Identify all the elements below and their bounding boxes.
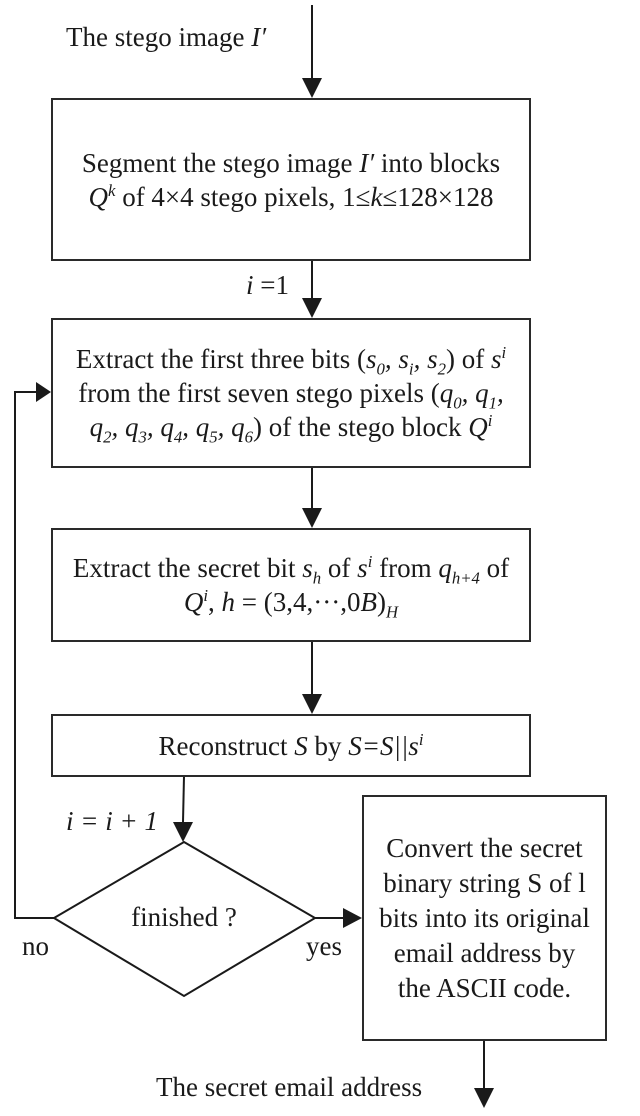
text-fragment: of 4×4 stego pixels, 1≤ — [115, 181, 371, 212]
loop-no-line — [14, 391, 54, 919]
arrow-reconstruct-to-decision — [182, 775, 185, 823]
text-fragment: from the first seven stego pixels ( — [78, 378, 440, 408]
sup-fragment: k — [108, 180, 116, 200]
arrowhead-box2 — [302, 298, 322, 318]
text-fragment: ) — [377, 587, 386, 617]
text-fragment: of — [479, 553, 510, 583]
var-fragment: i — [246, 270, 254, 300]
sub-fragment: h — [312, 568, 322, 588]
text-line: email address by — [393, 937, 576, 968]
text-fragment: Segment the stego image — [81, 147, 360, 178]
var-fragment: Q — [88, 181, 109, 212]
input-label-var: I′ — [251, 22, 267, 52]
step-segment-text: Segment the stego image I′ into blocks Q… — [82, 146, 500, 214]
text-fragment: into blocks — [374, 147, 501, 178]
decision-diamond — [52, 840, 317, 998]
var-fragment: q — [438, 553, 452, 583]
var-fragment: B — [360, 587, 378, 617]
sub-fragment: h+4 — [451, 568, 480, 588]
text-fragment: by — [307, 730, 349, 761]
step-reconstruct-text: Reconstruct S by S=S||si — [159, 729, 424, 763]
var-fragment: Q — [183, 587, 204, 617]
step-segment-box: Segment the stego image I′ into blocks Q… — [51, 98, 531, 261]
var-fragment: s — [490, 344, 502, 374]
text-fragment: Reconstruct — [158, 730, 295, 761]
arrowhead-output — [474, 1088, 494, 1108]
text-fragment: ) of — [445, 344, 491, 374]
sup-fragment: i — [487, 411, 493, 430]
step-extract-secret-bit-text: Extract the secret bit sh of si from qh+… — [72, 551, 510, 622]
var-fragment: I′ — [359, 147, 375, 178]
sup-fragment: i — [203, 586, 209, 605]
step-extract-secret-bit-box: Extract the secret bit sh of si from qh+… — [51, 528, 531, 642]
sub-fragment: H — [386, 602, 399, 622]
text-fragment: ≤128×128 — [382, 181, 494, 212]
arrowhead-yes — [343, 908, 362, 928]
text-line: bits into its original — [379, 902, 590, 933]
pixel-vars-1: q0, q1, — [439, 378, 504, 413]
input-label-text: The stego image — [66, 22, 245, 52]
step-extract-first-three-text: Extract the first three bits (s0, si, s2… — [75, 342, 507, 447]
arrowhead-loop — [36, 382, 51, 402]
text-fragment: from — [372, 553, 439, 583]
input-label: The stego image I′ — [66, 22, 266, 52]
text-fragment: of — [321, 553, 358, 583]
increment-label: i = i + 1 — [66, 806, 158, 836]
step-convert-text: Convert the secret binary string S of l … — [379, 831, 590, 1006]
step-reconstruct-box: Reconstruct S by S=S||si — [51, 714, 531, 777]
sup-fragment: i — [367, 552, 373, 571]
decision-no-label: no — [22, 931, 49, 961]
arrowhead-box3 — [302, 508, 322, 528]
text-fragment: , — [208, 587, 222, 617]
var-fragment: s — [357, 553, 368, 583]
text-fragment: = (3,4,···,0 — [235, 587, 361, 617]
var-fragment: h — [221, 587, 236, 617]
var-fragment: S — [294, 730, 308, 761]
bits-vars: s0, si, s2 — [366, 344, 446, 379]
step-extract-first-three-box: Extract the first three bits (s0, si, s2… — [51, 318, 531, 468]
expr-fragment: S=S||s — [348, 730, 419, 761]
arrowhead-decision — [173, 822, 193, 842]
arrowhead-input — [302, 78, 322, 98]
var-fragment: k — [370, 181, 383, 212]
text-fragment: Extract the secret bit — [72, 553, 303, 583]
text-fragment: ) of the stego block — [253, 412, 469, 442]
text-line: the ASCII code. — [397, 972, 572, 1003]
init-label: i =1 — [246, 270, 289, 300]
text-line: binary string S of l — [383, 867, 586, 898]
text-fragment: Extract the first three bits ( — [75, 344, 367, 374]
decision-text: finished ? — [131, 902, 237, 932]
var-fragment: Q — [468, 412, 488, 442]
sup-fragment: i — [501, 343, 507, 362]
text-fragment: =1 — [253, 270, 289, 300]
decision-yes-label: yes — [306, 931, 342, 961]
arrowhead-box4 — [302, 694, 322, 714]
sup-fragment: i — [418, 729, 424, 749]
step-convert-box: Convert the secret binary string S of l … — [362, 795, 607, 1041]
var-fragment: s — [302, 553, 313, 583]
text-line: Convert the secret — [386, 832, 583, 863]
pixel-vars-2: q2, q3, q4, q5, q6 — [89, 412, 253, 447]
output-label: The secret email address — [156, 1072, 423, 1102]
